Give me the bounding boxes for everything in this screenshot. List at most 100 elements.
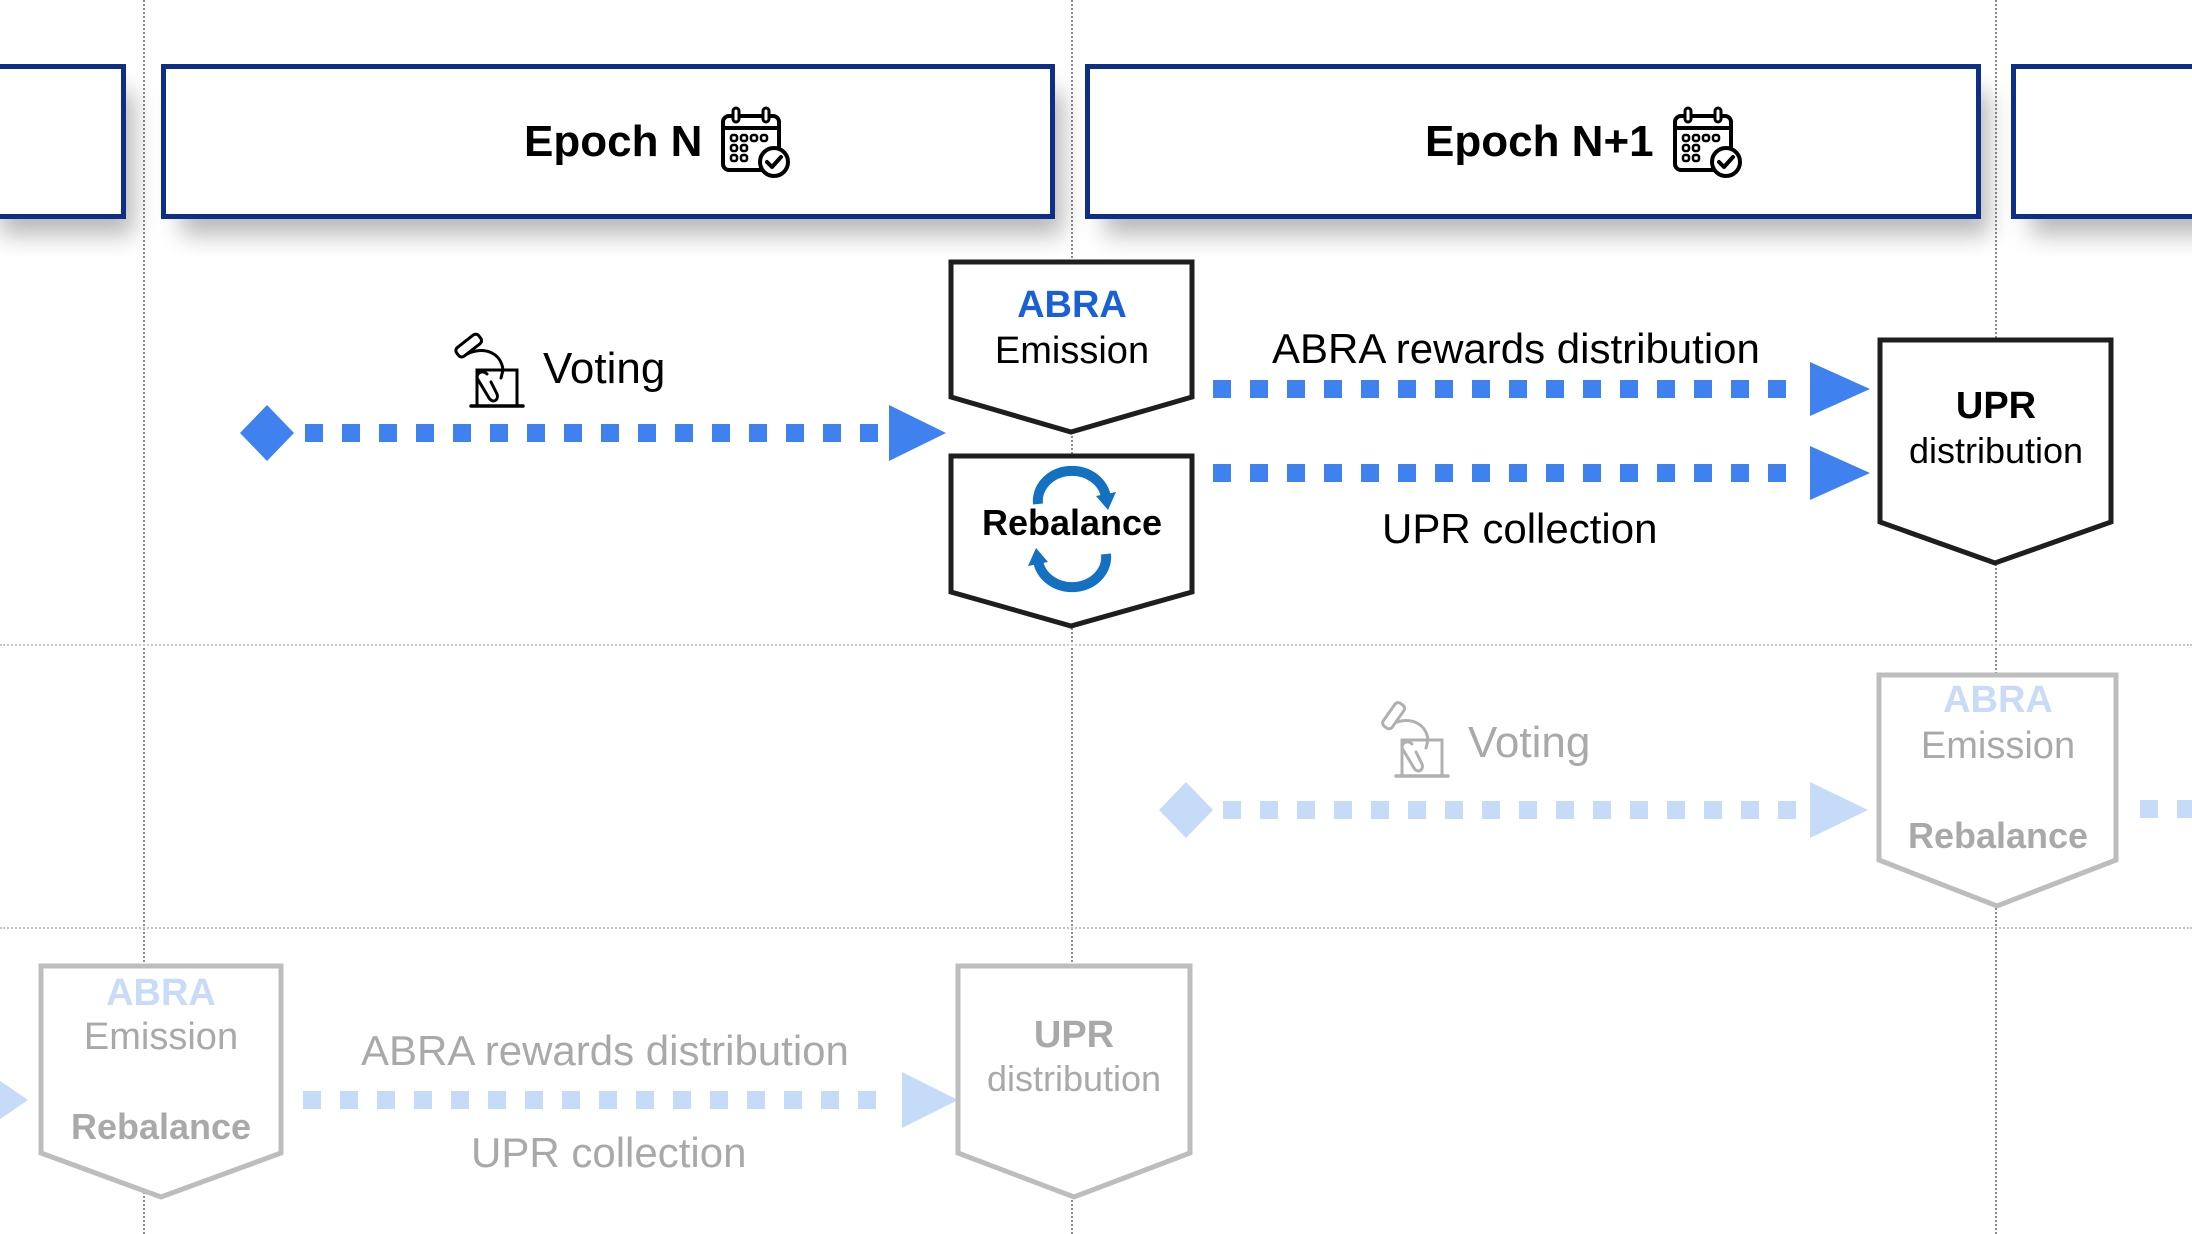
faded-emission-rebalance-box-shape xyxy=(38,963,284,1200)
faded-box-subtitle: Emission xyxy=(1920,725,2076,767)
emission-box: ABRA Emission xyxy=(951,262,1193,432)
emission-box-title: ABRA xyxy=(1017,284,1127,326)
arrow-dash xyxy=(601,424,619,442)
arrow-dashes xyxy=(1223,801,1796,819)
arrow-start-diamond xyxy=(240,405,294,461)
epoch-box-n: Epoch N xyxy=(161,64,1055,219)
arrow-dashes xyxy=(305,424,878,442)
arrow-dash xyxy=(821,1091,839,1109)
refresh-cycle-icon xyxy=(1026,465,1118,593)
upr-box-title: UPR xyxy=(1955,385,2037,427)
rewards-distribution-label: ABRA rewards distribution xyxy=(1272,325,1760,372)
arrow-dash xyxy=(749,424,767,442)
arrow-dash xyxy=(1324,380,1342,398)
arrow-dash xyxy=(1287,464,1305,482)
faded-upr-distribution-box-shape xyxy=(955,963,1193,1200)
arrow-dash xyxy=(1213,380,1231,398)
faded-voting-label-group: Voting xyxy=(1378,700,1618,780)
calendar-check-icon xyxy=(720,106,792,178)
upr-box-subtitle: distribution xyxy=(1908,430,2084,471)
arrow-dash xyxy=(1361,380,1379,398)
arrow-dash xyxy=(675,424,693,442)
faded-prev-emission-rebalance-box: ABRA Emission Rebalance xyxy=(41,966,281,1196)
arrow-dash xyxy=(451,1091,469,1109)
epoch-box-next xyxy=(2011,64,2192,219)
arrow-dash xyxy=(1398,464,1416,482)
arrow-dash xyxy=(786,424,804,442)
arrow-dash xyxy=(710,1091,728,1109)
upr-collection-arrow xyxy=(1213,446,1870,500)
arrow-dash xyxy=(673,1091,691,1109)
arrow-dash xyxy=(564,424,582,442)
arrow-dash xyxy=(1223,801,1241,819)
faded-voting-label: Voting xyxy=(1468,718,1591,767)
arrow-start-diamond xyxy=(1159,782,1213,838)
arrow-dash xyxy=(1620,464,1638,482)
row-separator-line xyxy=(0,644,2192,646)
epoch-title: Epoch N+1 xyxy=(1425,116,1654,166)
arrow-dash xyxy=(1546,380,1564,398)
arrow-dash xyxy=(1667,801,1685,819)
emission-box-shape xyxy=(948,259,1195,435)
arrow-dash xyxy=(342,424,360,442)
arrow-dash xyxy=(525,1091,543,1109)
arrow-dash xyxy=(1519,801,1537,819)
faded-outgoing-arrow xyxy=(2140,800,2192,818)
rebalance-box-title: Rebalance xyxy=(981,502,1163,543)
arrow-dash xyxy=(858,1091,876,1109)
ballot-vote-icon xyxy=(1378,700,1453,780)
arrow-dash xyxy=(1583,380,1601,398)
arrow-dashes xyxy=(1213,380,1786,398)
arrow-dash xyxy=(1472,380,1490,398)
faded-box-footer: Rebalance xyxy=(1907,815,2089,856)
arrow-dash xyxy=(453,424,471,442)
arrow-head xyxy=(1810,446,1870,500)
arrow-dash xyxy=(1250,380,1268,398)
arrow-dash xyxy=(1657,380,1675,398)
faded-voting-arrow xyxy=(1159,782,1868,838)
arrow-dash xyxy=(1445,801,1463,819)
faded-upr-box-subtitle: distribution xyxy=(986,1058,1162,1099)
arrow-dash xyxy=(1768,380,1786,398)
arrow-dash xyxy=(1472,464,1490,482)
arrow-dash xyxy=(1334,801,1352,819)
arrow-dash xyxy=(1731,464,1749,482)
arrow-dash xyxy=(488,1091,506,1109)
voting-label-group: Voting xyxy=(453,330,683,410)
arrow-dash xyxy=(1213,464,1231,482)
arrow-dashes xyxy=(1213,464,1786,482)
arrow-dash xyxy=(1408,801,1426,819)
arrow-dash xyxy=(414,1091,432,1109)
arrow-dash xyxy=(823,424,841,442)
faded-rewards-arrow xyxy=(303,1072,958,1128)
arrow-dash xyxy=(1657,464,1675,482)
arrow-dash xyxy=(305,424,323,442)
arrow-dash xyxy=(636,1091,654,1109)
arrow-dash xyxy=(1778,801,1796,819)
rebalance-box: Rebalance xyxy=(951,456,1193,626)
faded-emission-rebalance-box-shape xyxy=(1876,672,2119,909)
epoch-box-n-plus-1: Epoch N+1 xyxy=(1085,64,1981,219)
faded-rewards-distribution-label: ABRA rewards distribution xyxy=(361,1027,849,1074)
arrow-dash xyxy=(1731,380,1749,398)
epoch-boundary-line xyxy=(143,0,145,1234)
voting-label: Voting xyxy=(543,344,666,393)
arrow-dash xyxy=(379,424,397,442)
arrow-dash xyxy=(1435,380,1453,398)
faded-incoming-arrow-head xyxy=(0,1080,28,1120)
calendar-check-icon xyxy=(1672,106,1744,178)
arrow-dash xyxy=(1297,801,1315,819)
arrow-dash xyxy=(712,424,730,442)
faded-upr-distribution-box: UPR distribution xyxy=(958,966,1190,1196)
arrow-dash xyxy=(2140,800,2158,818)
arrow-dash xyxy=(1324,464,1342,482)
arrow-dash xyxy=(377,1091,395,1109)
arrow-dash xyxy=(1398,380,1416,398)
arrow-dash xyxy=(784,1091,802,1109)
arrow-dash xyxy=(1630,801,1648,819)
arrow-dash xyxy=(638,424,656,442)
upr-distribution-box: UPR distribution xyxy=(1880,340,2112,560)
row-separator-line xyxy=(0,927,2192,929)
arrow-dash xyxy=(1583,464,1601,482)
